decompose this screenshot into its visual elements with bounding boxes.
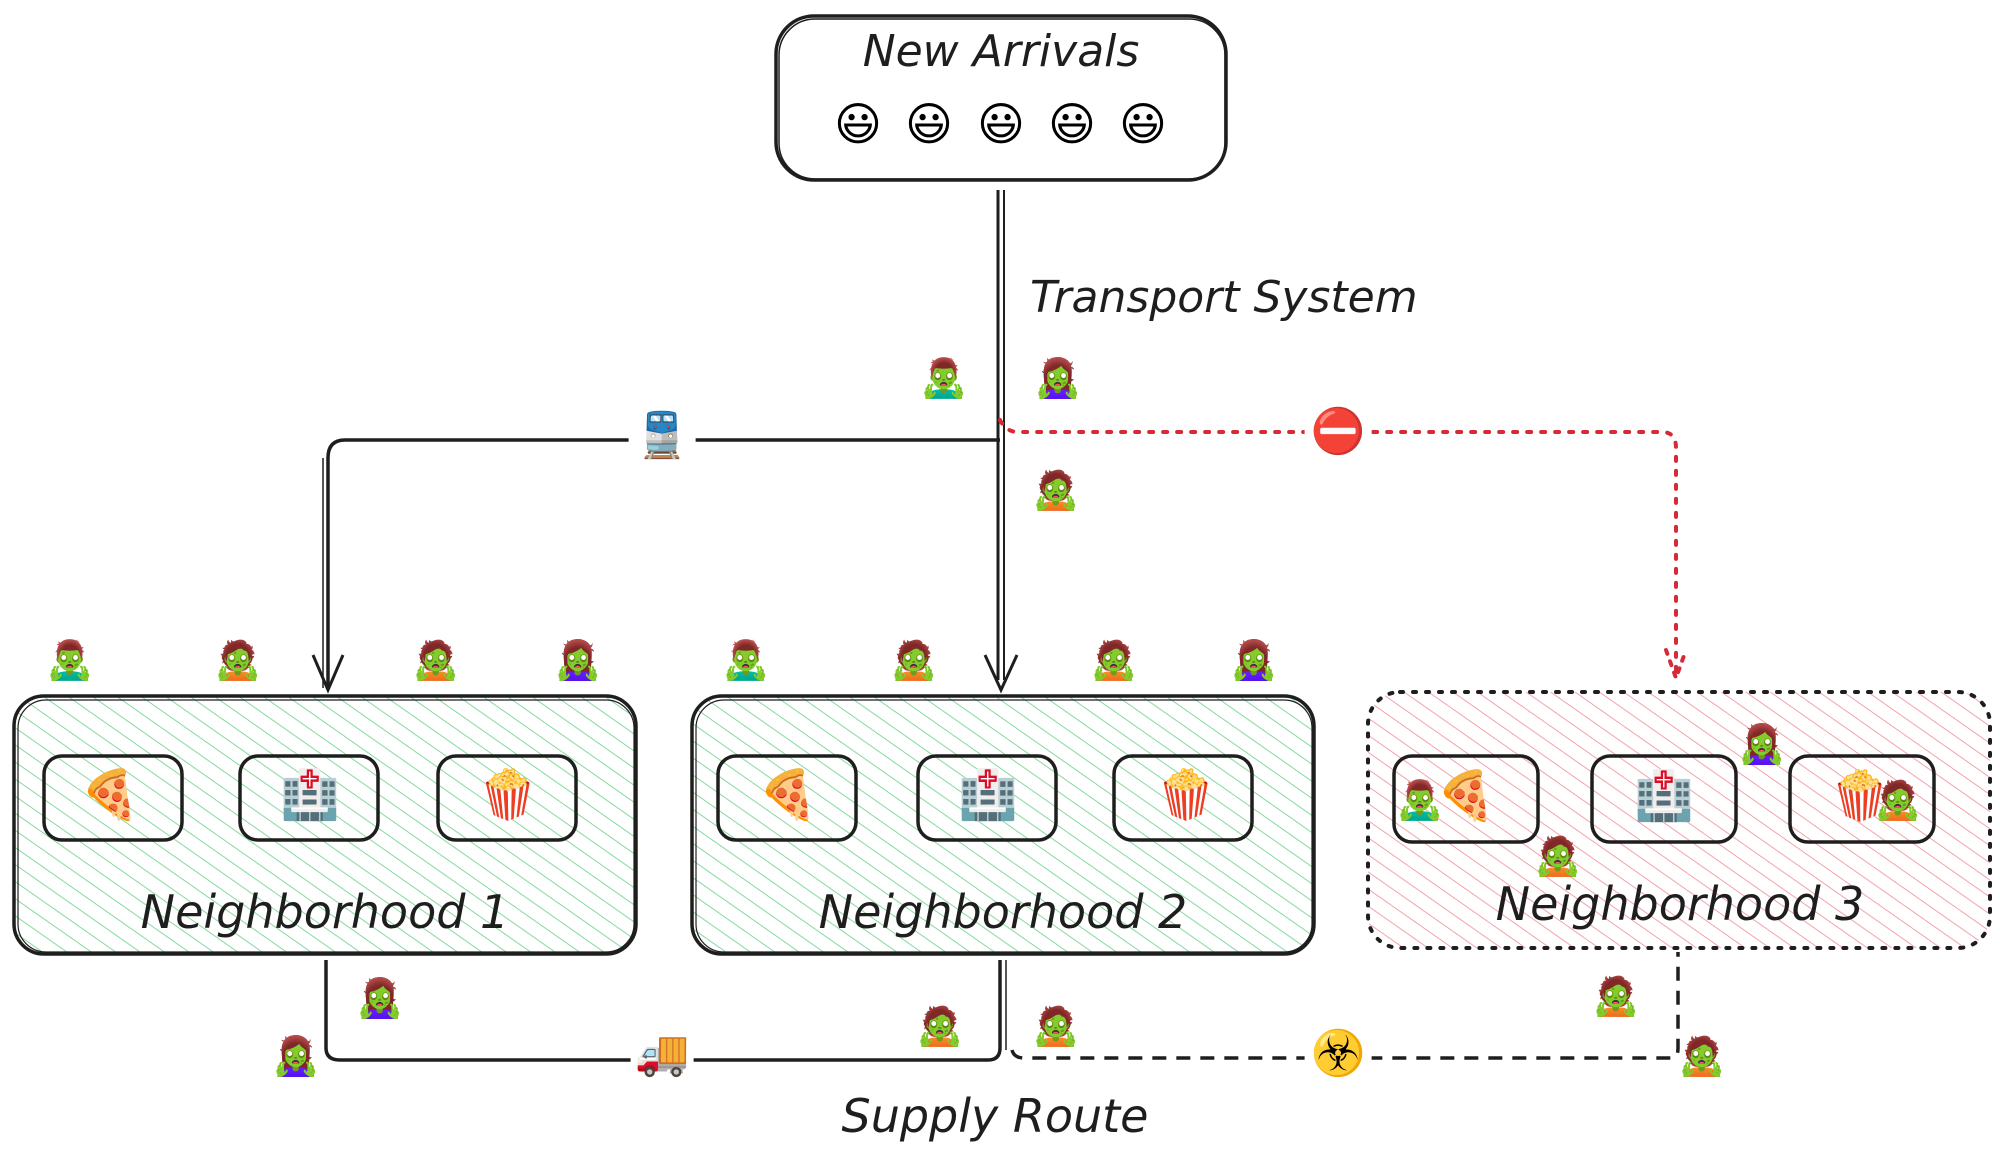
transport-trunk [983,190,1019,694]
zombie-man-icon: 🧟‍♂️ [722,638,770,682]
supply-route-contaminated[interactable] [1010,952,1680,1060]
zombie-woman-icon: 🧟‍♀️ [356,976,404,1020]
delivery-truck-icon[interactable]: 🚚 [630,1032,694,1076]
zombie-woman-icon: 🧟‍♀️ [1230,638,1278,682]
facility-box-food[interactable] [1392,754,1540,844]
zombie-man-icon: 🧟‍♂️ [920,356,968,400]
transport-system-label: Transport System [1030,272,1418,323]
neighborhood-1-label: Neighborhood 1 [141,885,510,939]
zombie-icon: 🧟 [412,638,460,682]
smiley-face-icon: 😃 [905,97,953,151]
biohazard-icon[interactable]: ☣️ [1304,1032,1372,1076]
zombie-icon: 🧟 [1090,638,1138,682]
popcorn-icon: 🍿 [1830,768,1890,824]
facility-box-hospital[interactable] [916,754,1058,842]
zombie-man-icon: 🧟‍♂️ [1396,778,1444,822]
smiley-face-icon: 😃 [977,97,1025,151]
zombie-icon: 🧟 [1534,834,1582,878]
facility-box-entertainment[interactable] [436,754,578,842]
facility-box-entertainment[interactable] [1112,754,1254,842]
popcorn-icon: 🍿 [1156,767,1216,823]
neighborhood-2[interactable]: Neighborhood 2 [690,694,1316,956]
zombie-woman-icon: 🧟‍♀️ [554,638,602,682]
no-entry-icon[interactable]: ⛔ [1304,410,1372,454]
facility-box-hospital[interactable] [238,754,380,842]
hospital-icon: 🏥 [958,767,1018,823]
zombie-icon: 🧟 [890,638,938,682]
zombie-man-icon: 🧟‍♂️ [46,638,94,682]
facility-box-food[interactable] [42,754,184,842]
facility-box-hospital[interactable] [1590,754,1738,844]
zombie-icon: 🧟 [1874,778,1922,822]
hospital-icon: 🏥 [1634,768,1694,824]
neighborhood-1[interactable]: Neighborhood 1 [12,694,638,956]
pizza-icon: 🍕 [758,767,818,823]
neighborhood-2-label: Neighborhood 2 [819,885,1188,939]
zombie-woman-icon: 🧟‍♀️ [1034,356,1082,400]
zombie-icon: 🧟 [1032,1004,1080,1048]
pizza-icon: 🍕 [80,767,140,823]
zombie-icon: 🧟 [916,1004,964,1048]
facility-box-entertainment[interactable] [1788,754,1936,844]
new-arrivals-label: New Arrivals [863,26,1140,77]
route-to-neighborhood-1[interactable] [311,438,1000,694]
zombie-icon: 🧟 [1592,974,1640,1018]
zombie-woman-icon: 🧟‍♀️ [272,1034,320,1078]
zombie-icon: 🧟 [1678,1034,1726,1078]
neighborhood-3[interactable]: Neighborhood 3 [1366,690,1992,950]
zombie-icon: 🧟 [1032,468,1080,512]
facility-box-food[interactable] [716,754,858,842]
blocked-route-to-neighborhood-3[interactable] [998,418,1688,684]
popcorn-icon: 🍿 [478,767,538,823]
smiley-face-icon: 😃 [834,97,882,151]
zombie-woman-icon: 🧟‍♀️ [1738,722,1786,766]
train-icon[interactable]: 🚆 [628,414,696,458]
supply-route-label: Supply Route [842,1089,1149,1143]
hospital-icon: 🏥 [280,767,340,823]
zombie-icon: 🧟 [214,638,262,682]
pizza-icon: 🍕 [1436,768,1496,824]
smiley-face-icon: 😃 [1119,97,1167,151]
new-arrivals-node[interactable]: New Arrivals [774,14,1228,182]
smiley-face-icon: 😃 [1048,97,1096,151]
neighborhood-3-label: Neighborhood 3 [1496,877,1865,931]
